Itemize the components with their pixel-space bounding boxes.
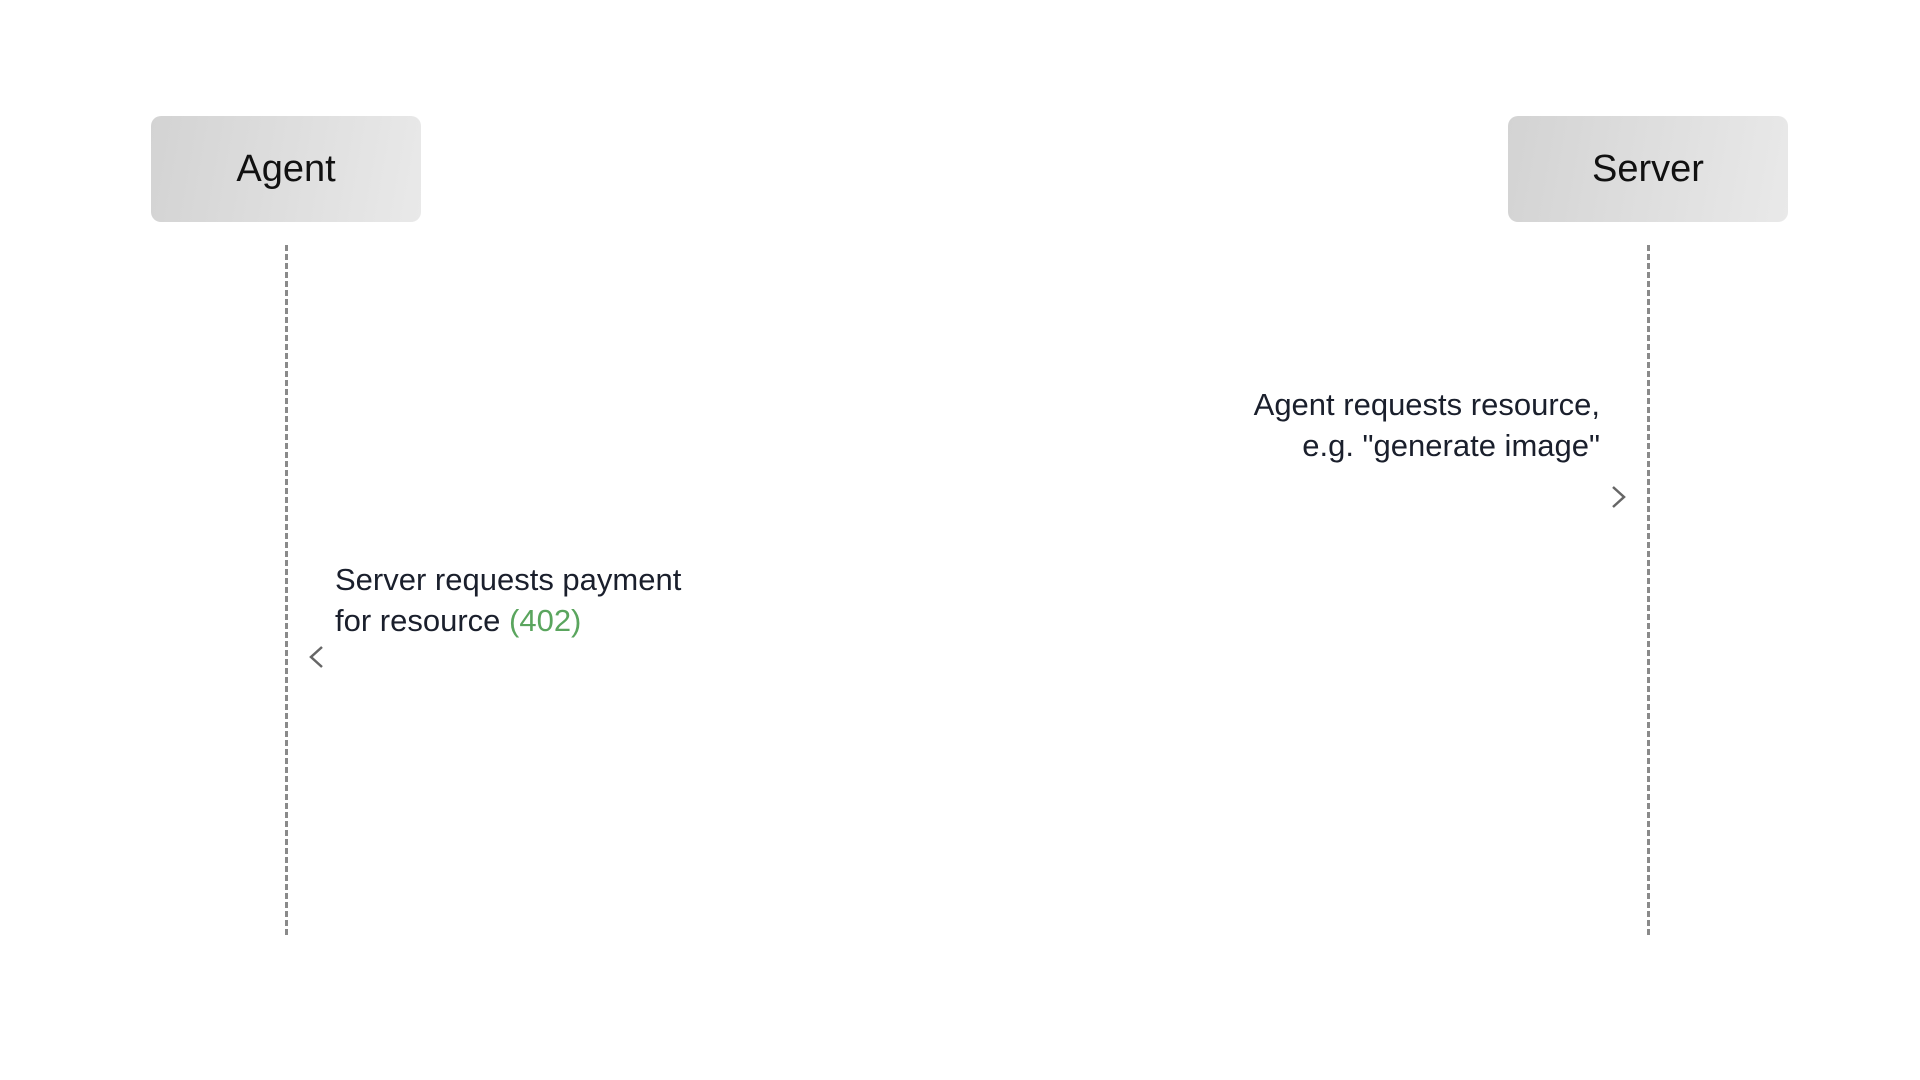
- agent-label: Agent: [236, 147, 336, 190]
- payment-message-label: Server requests payment for resource (40…: [335, 559, 681, 641]
- payment-message-line1: Server requests payment: [335, 562, 682, 597]
- payment-required-arrow: [309, 646, 1625, 668]
- arrow-head-right-icon: [1612, 486, 1626, 508]
- agent-actor-box: Agent: [151, 116, 421, 222]
- payment-message-line2: for resource: [335, 603, 510, 638]
- request-arrow: [311, 486, 1626, 508]
- request-message-line2: e.g. "generate image": [1302, 428, 1600, 463]
- server-label: Server: [1592, 147, 1704, 190]
- status-code-badge: (402): [509, 603, 582, 638]
- server-actor-box: Server: [1508, 116, 1788, 222]
- agent-lifeline: [285, 245, 288, 935]
- request-message-label: Agent requests resource, e.g. "generate …: [1254, 384, 1600, 466]
- server-lifeline: [1647, 245, 1650, 935]
- arrow-head-left-icon: [309, 646, 323, 668]
- request-message-line1: Agent requests resource,: [1253, 387, 1600, 422]
